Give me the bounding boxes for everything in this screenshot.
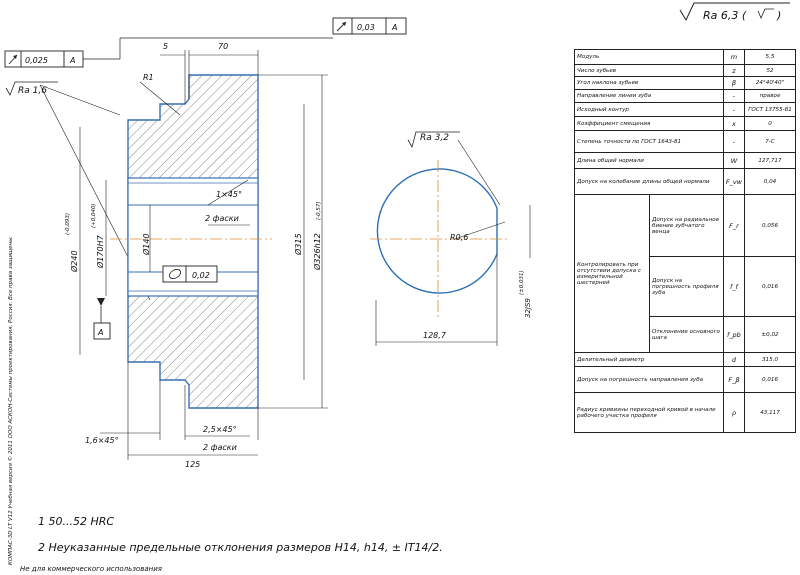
side-note: КОМПАС-3D LT V12 Учебная версия © 2011 О… [7,236,14,565]
param-value: 0,016 [744,256,796,317]
param-name: Число зубьев [574,64,724,77]
dim-chamfer3: 1,6×45° [85,436,119,445]
param-symbol: f_f [722,256,746,317]
param-name: Длина общей нормали [574,152,724,169]
param-value: 5,5 [744,49,796,65]
param-value: 7-С [744,130,796,153]
dim-key-width-tol: (±0,031) [519,270,525,295]
roughness-main-tail: ) [776,9,781,22]
roughness-main-label: Ra 6,3 ( [703,9,747,22]
param-name: Делительный диаметр [574,352,724,367]
gear-dimensions [79,50,328,460]
param-name: Допуск на погрешность профиля зуба [649,256,724,317]
flatness-tol: 0,02 [192,271,210,280]
dim-key-width: 32JS9 [524,298,532,318]
param-symbol: F_vw [722,168,746,195]
param-value: правое [744,89,796,103]
param-value: 24°40'40" [744,76,796,90]
datum-symbol [93,298,111,340]
param-symbol: - [722,89,746,103]
runout-top-tol: 0,03 [357,23,375,32]
dim-chamfer1-note: 2 фаски [205,214,239,223]
param-value: 315,0 [744,352,796,367]
param-value: 52 [744,64,796,77]
keyway-view [370,131,531,346]
param-name: Степень точности по ГОСТ 1643-81 [574,130,724,153]
dim-key-r: R0,6 [450,233,468,242]
param-symbol: F_r [722,194,746,257]
note-hardness: 1 50...52 HRC [38,515,115,528]
param-symbol: F_β [722,366,746,393]
param-group: Контролировать при отсутствии допуска с … [574,194,650,353]
param-symbol: W [722,152,746,169]
dim-r1: R1 [143,73,154,82]
dim-d170-tol: (+0,040) [91,203,97,228]
roughness-key-label: Ra 3,2 [420,133,449,143]
dim-d140: Ø140 [141,233,151,256]
note-tolerances: 2 Неуказанные предельные отклонения разм… [38,541,443,554]
param-name: Модуль [574,49,724,65]
datum-label: A [97,328,103,337]
param-name: Допуск на радиальное биение зубчатого ве… [649,194,724,257]
param-value: 43,117 [744,392,796,433]
param-symbol: - [722,130,746,153]
dim-5: 5 [163,42,168,51]
dim-d170: Ø170H7 [95,234,105,269]
dim-key-depth: 128,7 [423,331,447,340]
param-symbol: x [722,116,746,131]
runout-frame-top [120,17,407,39]
dim-70: 70 [218,42,228,51]
param-name: Направление линии зуба [574,89,724,103]
dim-d326-tol: (-0,57) [316,201,322,220]
param-name: Коэффициент смещения [574,116,724,131]
param-name: Исходный контур [574,102,724,117]
dim-chamfer2: 2,5×45° [203,425,237,434]
dim-d240: Ø240 [69,250,79,273]
param-value: ГОСТ 13755-81 [744,102,796,117]
param-name: Радиус кривизны переходной кривой в нача… [574,392,724,433]
param-value: 0,056 [744,194,796,257]
param-symbol: β [722,76,746,90]
dim-d240-tol: (-0,093) [65,213,71,235]
runout-top-datum: A [391,23,397,32]
param-value: ±0,02 [744,316,796,353]
param-symbol: m [722,49,746,65]
param-value: 0,04 [744,168,796,195]
dim-chamfer1: 1×45° [216,190,242,199]
param-value: 0 [744,116,796,131]
runout-frame-left [4,38,121,68]
flatness-frame [162,265,218,283]
dim-125: 125 [185,460,200,469]
dim-d315: Ø315 [293,233,303,256]
param-symbol: d [722,352,746,367]
param-symbol: z [722,64,746,77]
runout-left-tol: 0,025 [25,56,48,65]
footer-note: Не для коммерческого использования [20,565,162,573]
param-name: Допуск на колебание длины общей нормали [574,168,724,195]
gear-section [110,74,272,409]
param-name: Отклонение основного шага [649,316,724,353]
roughness-main-symbol [679,2,790,22]
dim-chamfer2-note: 2 фаски [203,443,237,452]
param-name: Допуск на погрешность направления зуба [574,366,724,393]
param-value: 127,717 [744,152,796,169]
roughness-left-label: Ra 1,6 [18,86,47,96]
param-value: 0,016 [744,366,796,393]
param-symbol: f_pb [722,316,746,353]
param-symbol: ρ [722,392,746,433]
runout-left-datum: A [69,56,75,65]
param-name: Угол наклона зубьев [574,76,724,90]
param-symbol: - [722,102,746,117]
dim-d326: Ø326h12 [312,233,322,271]
